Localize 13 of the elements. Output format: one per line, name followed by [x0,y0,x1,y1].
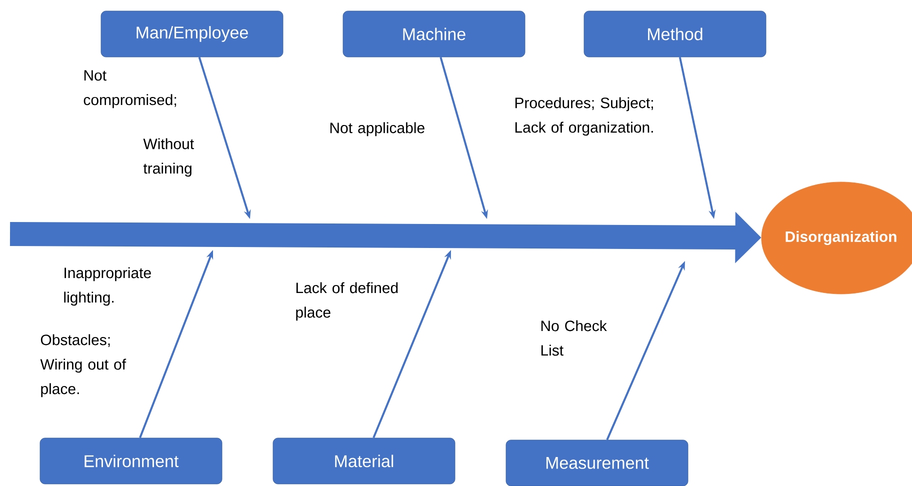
category-box: Man/Employee [100,10,284,58]
cause-text: No Check List [541,320,607,356]
category-box: Material [272,438,456,484]
category-box: Measurement [506,440,688,486]
cause-text: Inappropriate lighting. [64,267,151,306]
cause-text: Without training [143,138,194,177]
cause-text: Lack of defined place [296,282,398,321]
category-box: Environment [40,438,222,484]
cause-text: Not applicable [330,122,424,136]
category-box: Machine [342,10,526,58]
category-box: Method [584,10,766,58]
cause-text: Procedures; Subject; Lack of organization. [515,97,653,136]
cause-text: Obstacles; Wiring out of place. [40,334,126,398]
